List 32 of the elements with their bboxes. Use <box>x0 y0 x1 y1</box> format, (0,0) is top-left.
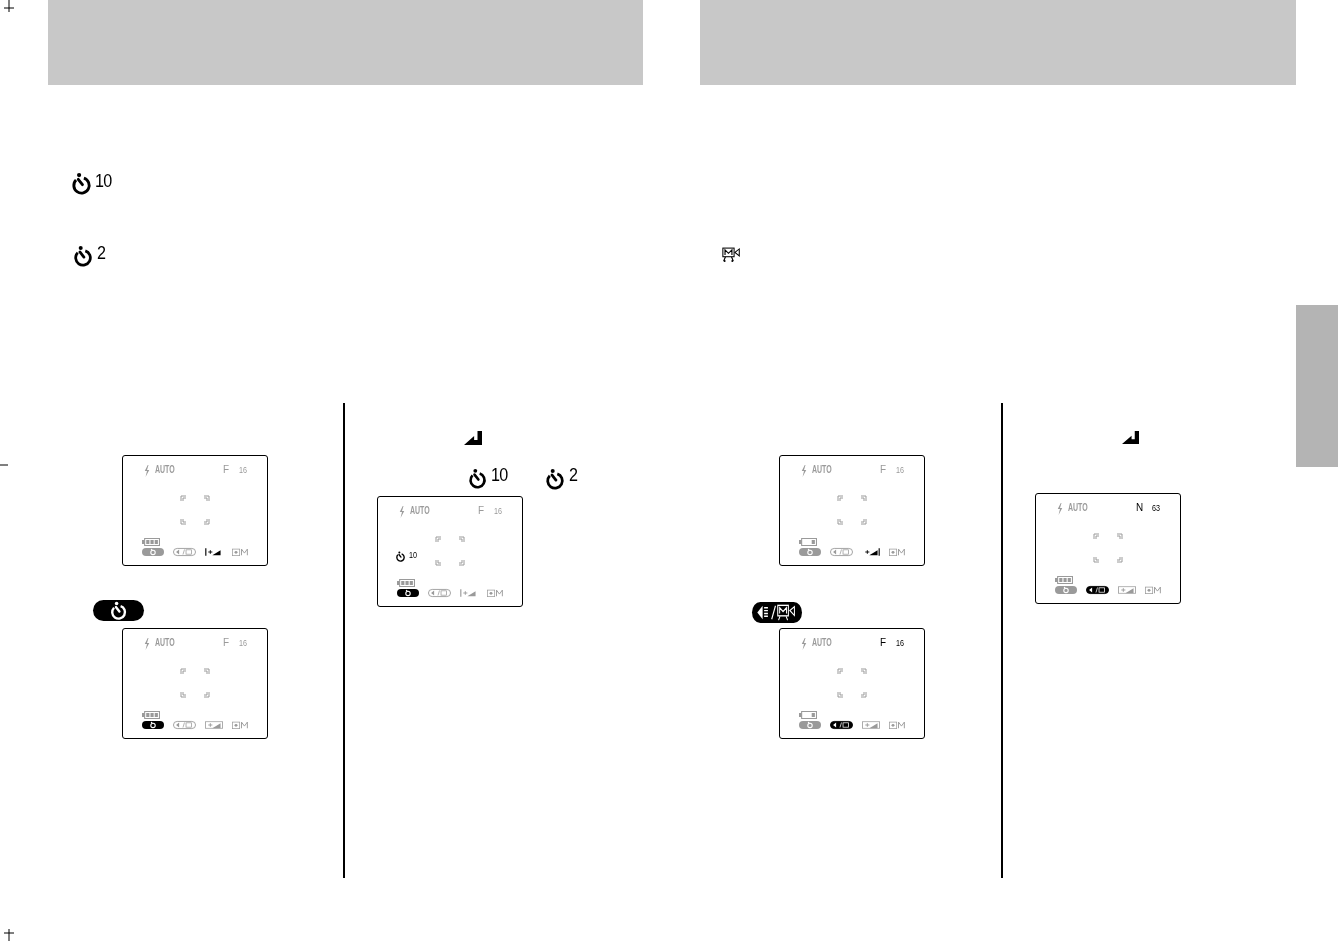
timer-seconds: 10 <box>95 171 112 190</box>
shot-count: 63 <box>1152 504 1160 513</box>
side-tab <box>1296 305 1338 467</box>
quality-letter: F <box>478 505 485 516</box>
shot-count: 16 <box>239 639 247 648</box>
shot-count: 16 <box>239 466 247 475</box>
header-band <box>48 0 643 85</box>
lcd-screen <box>122 455 268 566</box>
header-band <box>700 0 1296 85</box>
quality-letter: F <box>223 464 230 475</box>
quality-letter: F <box>880 464 887 475</box>
flash-mode-text: AUTO <box>812 465 832 475</box>
quality-letter: F <box>223 637 230 648</box>
flash-mode-text: AUTO <box>155 465 175 475</box>
flash-mode-text: AUTO <box>155 638 175 648</box>
timer-seconds: 2 <box>97 243 106 262</box>
quality-letter: F <box>880 637 887 648</box>
flash-mode-text: AUTO <box>1068 503 1088 513</box>
shot-count: 16 <box>494 507 502 516</box>
flash-mode-text: AUTO <box>812 638 832 648</box>
shot-count: 16 <box>896 639 904 648</box>
timer-seconds: 10 <box>409 551 417 560</box>
timer-seconds: 10 <box>491 465 508 484</box>
lcd-screen <box>779 628 925 739</box>
lcd-screen <box>377 496 523 607</box>
flash-mode-text: AUTO <box>410 506 430 516</box>
quality-letter: N <box>1136 502 1144 513</box>
lcd-screen <box>1035 493 1181 604</box>
timer-seconds: 2 <box>569 465 578 484</box>
lcd-screen <box>779 455 925 566</box>
lcd-screen <box>122 628 268 739</box>
shot-count: 16 <box>896 466 904 475</box>
